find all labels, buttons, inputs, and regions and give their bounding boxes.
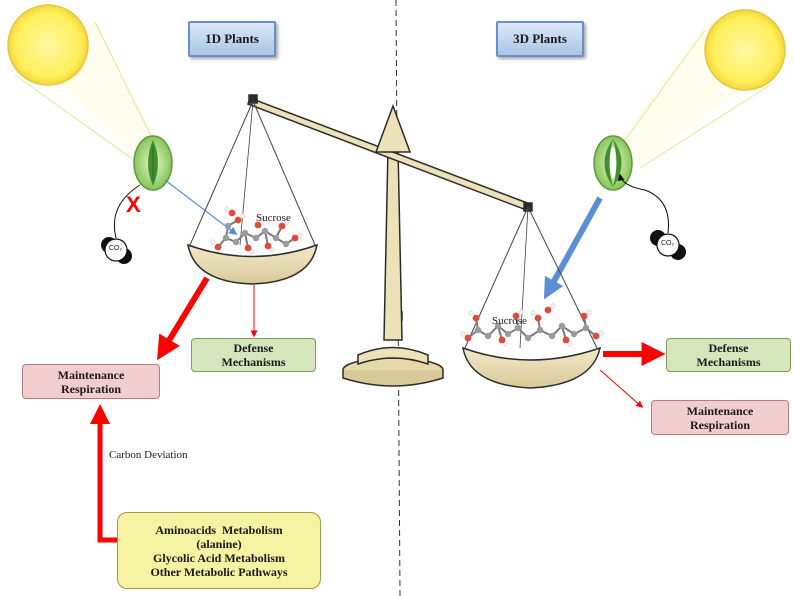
left-scale-pan [187, 100, 318, 285]
left-defense-line-2: Mechanisms [221, 355, 286, 369]
left-header-box: 1D Plants [188, 21, 276, 57]
left-maintenance-line-1: Maintenance [57, 367, 125, 382]
right-header-label: 3D Plants [513, 31, 567, 46]
left-co2-path [113, 184, 141, 239]
blocked-x-icon: X [126, 192, 141, 217]
right-co2-path [617, 173, 670, 234]
right-stomata-open-icon [593, 135, 633, 191]
metabolism-line-4: Other Metabolic Pathways [150, 564, 288, 579]
right-maintenance-line-1: Maintenance [686, 403, 754, 418]
right-defense-line-1: Defense [708, 341, 749, 355]
right-scale-pan [462, 206, 602, 389]
right-maintenance-box: Maintenance Respiration [651, 400, 789, 435]
metabolism-line-2: (alanine) [196, 536, 242, 551]
right-co2-label: CO₂ [661, 240, 675, 247]
left-defense-line-1: Defense [233, 341, 274, 355]
right-defense-box: Defense Mechanisms [666, 338, 791, 372]
carbon-deviation-label: Carbon Deviation [109, 449, 188, 461]
right-maintenance-line-2: Respiration [690, 417, 750, 432]
left-to-maintenance-arrow [157, 276, 210, 361]
left-maintenance-line-2: Respiration [61, 381, 121, 396]
right-co2-icon [650, 230, 686, 260]
carbon-deviation-arrow [90, 404, 118, 543]
left-sugar-flow-arrow [164, 179, 238, 236]
right-defense-line-2: Mechanisms [696, 355, 761, 369]
metabolism-box: Aminoacids Metabolism (alanine) Glycolic… [117, 512, 321, 589]
metabolism-line-3: Glycolic Acid Metabolism [153, 550, 285, 565]
right-sugar-flow-arrow [543, 196, 603, 300]
left-sucrose-label: Sucrose [256, 212, 291, 224]
left-co2-icon [101, 237, 132, 264]
metabolism-line-1: Aminoacids Metabolism [155, 522, 283, 537]
right-sucrose-label: Sucrose [492, 315, 527, 327]
left-sucrose-molecule-icon [210, 206, 303, 255]
left-co2-label: CO₂ [109, 245, 123, 252]
left-maintenance-box: Maintenance Respiration [22, 364, 160, 399]
right-to-maintenance-arrow [599, 369, 644, 408]
right-header-box: 3D Plants [496, 21, 584, 57]
left-defense-box: Defense Mechanisms [191, 338, 316, 372]
left-sun-icon [7, 4, 160, 169]
right-sucrose-molecule-icon [460, 303, 604, 347]
balance-scale-icon [247, 94, 533, 387]
left-header-label: 1D Plants [205, 31, 259, 46]
right-sun-icon [620, 9, 786, 169]
left-stomata-closed-icon [133, 135, 173, 191]
